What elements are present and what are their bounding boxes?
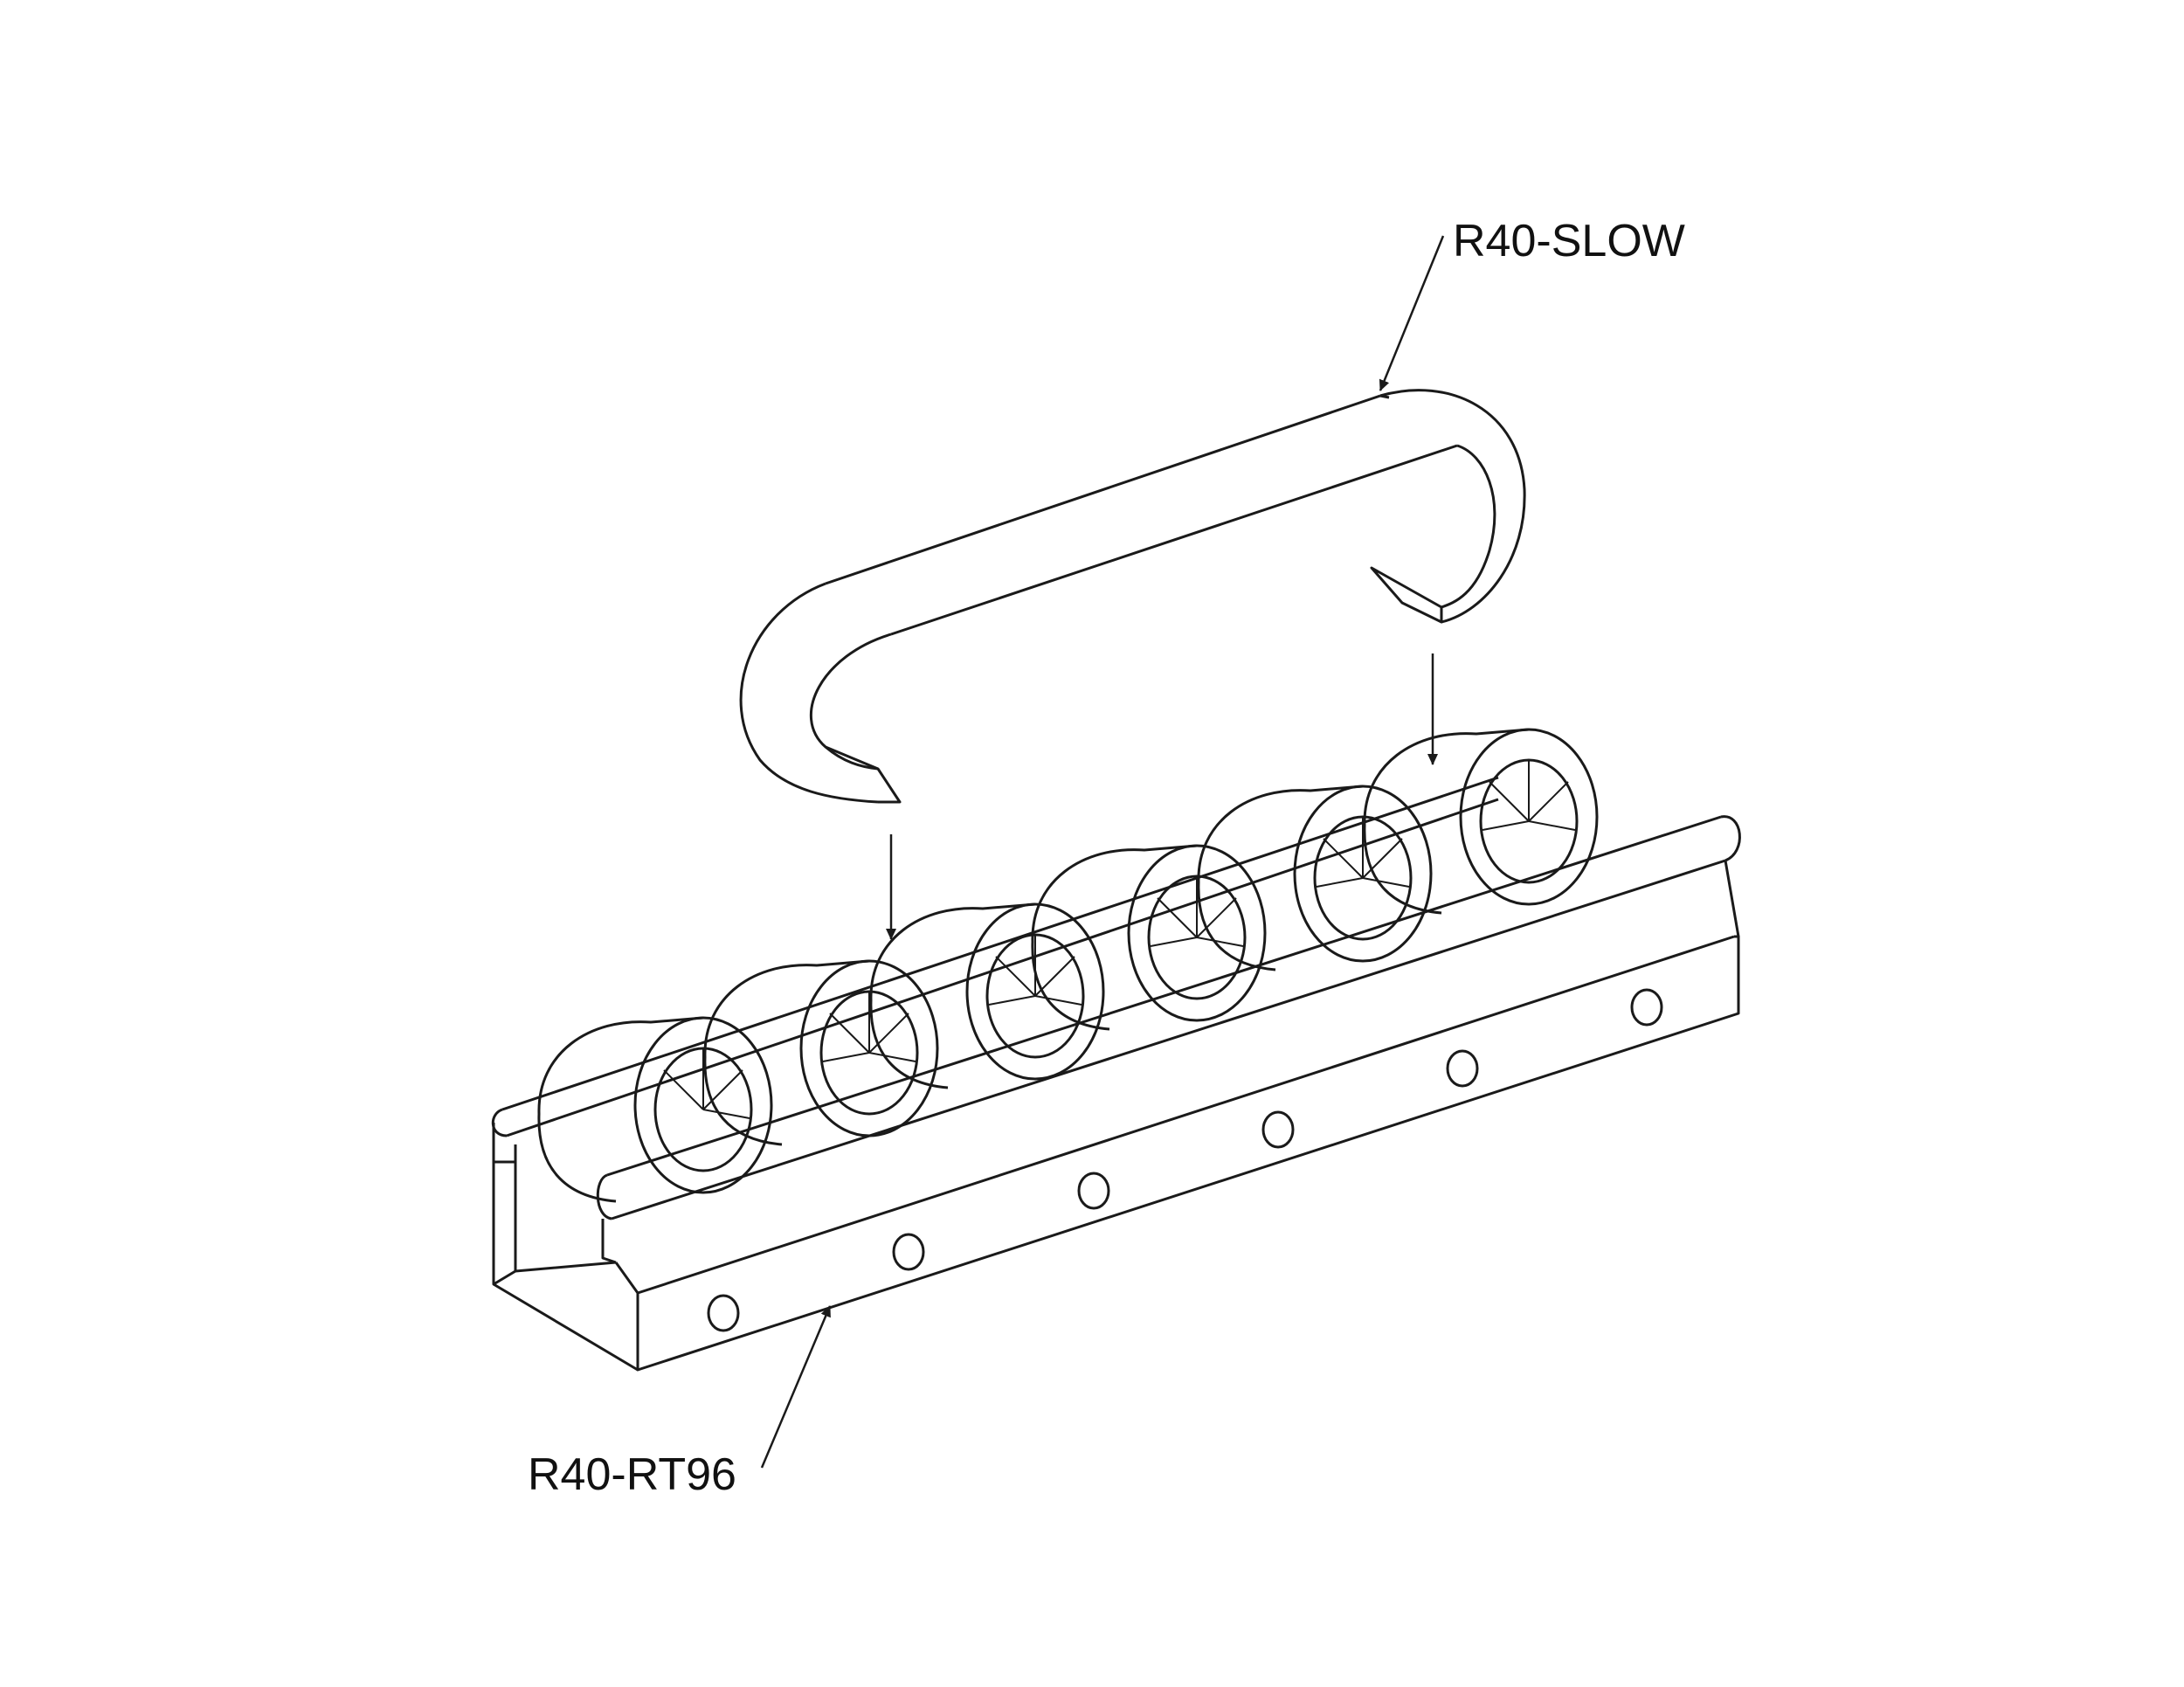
mounting-hole xyxy=(1630,988,1663,1027)
wheel xyxy=(869,902,1105,1089)
roller-track xyxy=(491,776,1741,1372)
mounting-hole xyxy=(707,1294,740,1332)
mounting-hole xyxy=(892,1233,925,1271)
wheel xyxy=(537,1016,773,1203)
mounting-holes xyxy=(707,988,1663,1332)
wheel xyxy=(1197,785,1433,971)
drop-arrows xyxy=(886,653,1438,940)
slow-strap xyxy=(739,389,1526,804)
wheel xyxy=(1363,728,1599,915)
wheel xyxy=(1031,844,1267,1031)
mounting-hole xyxy=(1446,1049,1479,1088)
leader-lines xyxy=(760,235,1445,1469)
wheels xyxy=(537,728,1599,1203)
wheel xyxy=(703,959,939,1146)
mounting-hole xyxy=(1077,1172,1110,1210)
leader-rt96 xyxy=(760,1305,832,1469)
mounting-hole xyxy=(1261,1110,1295,1149)
leader-slow xyxy=(1379,235,1445,391)
label-r40-slow: R40-SLOW xyxy=(1453,216,1685,266)
label-r40-rt96: R40-RT96 xyxy=(528,1449,736,1500)
